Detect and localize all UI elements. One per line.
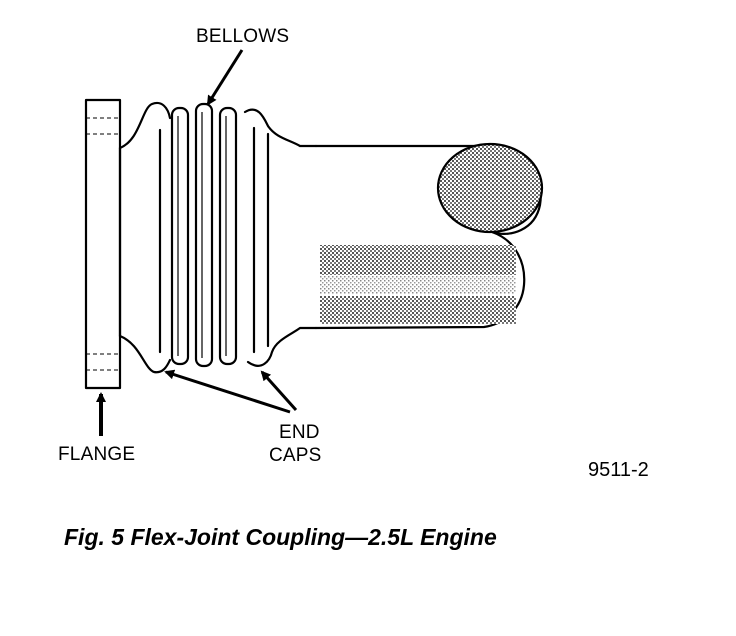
leader-lines — [96, 49, 298, 436]
pipe-end-opening — [436, 142, 544, 234]
pipe-shading-bottom — [320, 296, 516, 324]
convolution-2 — [194, 102, 214, 368]
figure-caption: Fig. 5 Flex-Joint Coupling—2.5L Engine — [64, 524, 497, 550]
flange — [84, 98, 122, 390]
end-caps-label-line2: CAPS — [269, 445, 322, 466]
figure-code: 9511-2 — [588, 459, 649, 481]
bellows-label: BELLOWS — [196, 26, 289, 47]
pipe — [314, 142, 544, 330]
bellows-body — [118, 101, 318, 374]
flange-label: FLANGE — [58, 444, 135, 465]
end-cap-arrow-right — [260, 370, 298, 412]
end-cap-arrow-left — [164, 369, 291, 414]
convolution-1 — [170, 106, 190, 366]
bellows-convolutions — [170, 102, 238, 368]
pipe-shading-top — [320, 245, 516, 275]
end-caps-label-line1: END — [279, 422, 320, 443]
bellows-arrow — [206, 49, 244, 106]
convolution-3 — [218, 106, 238, 366]
